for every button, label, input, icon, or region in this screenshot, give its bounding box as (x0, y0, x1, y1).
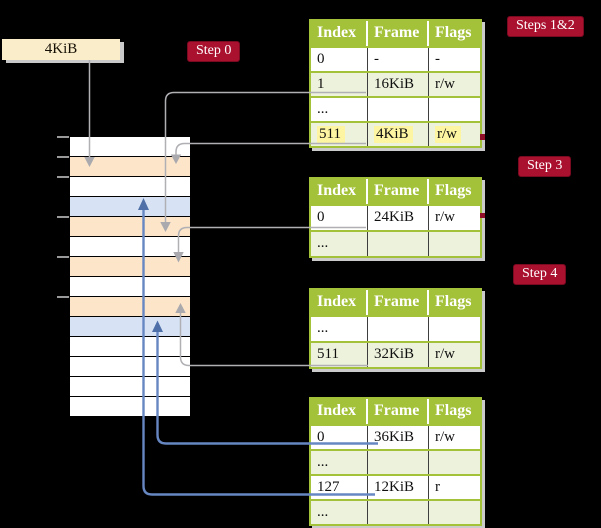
memory-frame-row-24kib (70, 257, 190, 276)
table-cell: ... (311, 501, 368, 524)
column-header-frame: Frame (368, 179, 429, 204)
column-header-index: Index (311, 399, 368, 424)
memory-frame-row-48kib (70, 377, 190, 396)
table-row: ... (311, 449, 480, 474)
memory-tick (57, 216, 69, 218)
memory-tick (57, 136, 69, 138)
column-header-flags: Flags (435, 182, 472, 199)
table-cell (429, 98, 480, 121)
table-row: 511 4KiB r/w (311, 121, 480, 146)
memory-frame-row-32kib (70, 297, 190, 316)
table-cell: 24KiB (368, 206, 429, 230)
memory-frame-row-12kib (70, 197, 190, 216)
column-header-index: Index (311, 179, 368, 204)
table-cell: 1 (311, 73, 368, 96)
memory-frame-row-8kib (70, 177, 190, 196)
column-header-index: Index (311, 290, 368, 315)
table-cell: 511 (311, 123, 368, 146)
table-cell: ... (311, 232, 368, 256)
table-cell (429, 232, 480, 256)
memory-tick (57, 296, 69, 298)
steps-1-2-badge: Steps 1&2 (507, 16, 584, 37)
table-cell: - (435, 51, 440, 67)
table-cell: r/w (435, 76, 455, 92)
table-cell (368, 232, 429, 256)
table-cell: 4KiB (368, 123, 429, 146)
memory-frame-row-36kib (70, 317, 190, 336)
table-row: ... (311, 96, 480, 121)
column-header-frame: Frame (368, 21, 429, 46)
table-cell (429, 451, 480, 474)
memory-frame-row-16kib (70, 217, 190, 236)
table-cell: r/w (435, 429, 455, 445)
memory-stack (70, 137, 190, 416)
table-cell: 0 (311, 426, 368, 449)
highlighted-value: 4KiB (374, 126, 413, 143)
column-header-frame: Frame (368, 399, 429, 424)
table-cell (368, 317, 429, 341)
table-cell (368, 451, 429, 474)
table-cell: ... (311, 98, 368, 121)
table-cell: 32KiB (368, 343, 429, 367)
table-cell (429, 317, 480, 341)
table-cell: 511 (311, 343, 368, 367)
table-cell: 127 (311, 476, 368, 499)
memory-frame-row-52kib (70, 397, 190, 416)
table-row: 0-- (311, 46, 480, 71)
table-cell: 12KiB (368, 476, 429, 499)
table-cell: ... (311, 317, 368, 341)
table-cell (429, 501, 480, 524)
page-table-base-pointer-box: 4KiB (2, 39, 120, 60)
table-cell: 36KiB (368, 426, 429, 449)
column-header-flags: Flags (435, 24, 472, 41)
memory-frame-row-0kib (70, 137, 190, 156)
column-header-flags: Flags (435, 402, 472, 419)
table-cell: 0 (311, 48, 368, 71)
table-cell (368, 501, 429, 524)
table-row: ... (311, 230, 480, 256)
table-row: ... (311, 315, 480, 341)
step-4-badge: Step 4 (513, 264, 567, 285)
memory-frame-row-20kib (70, 237, 190, 256)
table-cell: 16KiB (368, 73, 429, 96)
step-0-badge: Step 0 (187, 41, 241, 62)
highlighted-value: r/w (435, 126, 461, 143)
memory-frame-row-28kib (70, 277, 190, 296)
column-header-flags: Flags (435, 293, 472, 310)
table-cell: - (368, 48, 429, 71)
table-cell: r/w (435, 346, 455, 362)
column-header-frame: Frame (368, 290, 429, 315)
table-cell: ... (311, 451, 368, 474)
table-cell: r (435, 479, 440, 495)
step-3-badge: Step 3 (518, 156, 572, 177)
memory-frame-row-40kib (70, 337, 190, 356)
table-cell: r/w (435, 209, 455, 225)
memory-tick (57, 156, 69, 158)
column-header-index: Index (311, 21, 368, 46)
memory-tick (57, 176, 69, 178)
memory-tick (57, 256, 69, 258)
highlighted-value: 511 (317, 126, 345, 143)
table-cell: r/w (429, 123, 480, 146)
table-cell (368, 98, 429, 121)
table-cell: 0 (311, 206, 368, 230)
memory-frame-row-44kib (70, 357, 190, 376)
memory-frame-row-4kib (70, 157, 190, 176)
table-row: ... (311, 499, 480, 524)
